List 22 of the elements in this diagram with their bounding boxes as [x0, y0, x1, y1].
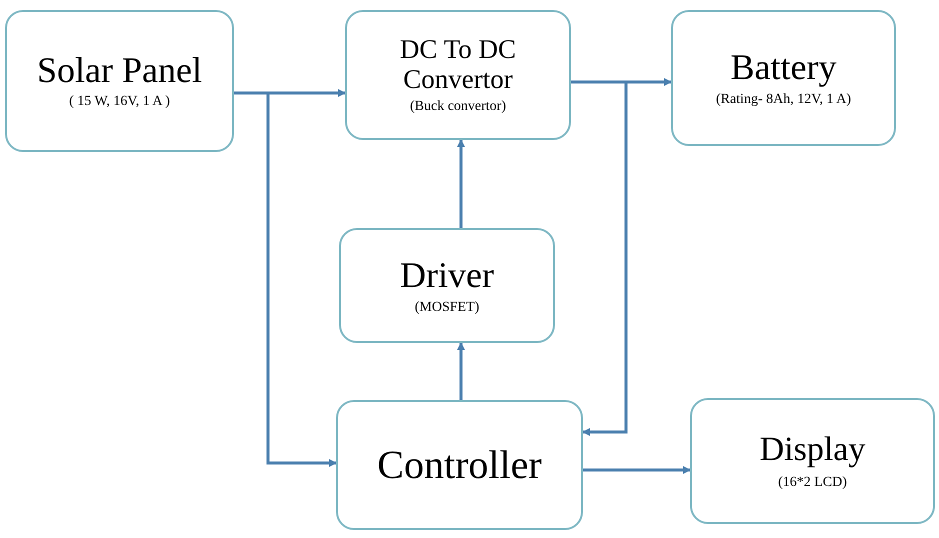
arrow	[234, 92, 337, 467]
block-subtitle: (Rating- 8Ah, 12V, 1 A)	[716, 91, 852, 109]
block-box	[336, 400, 583, 530]
block-title: Solar Panel	[37, 51, 202, 89]
arrow	[583, 466, 691, 474]
block-box	[671, 10, 896, 146]
block-box	[690, 398, 935, 524]
arrow	[457, 342, 465, 400]
block-title: Display	[760, 430, 866, 470]
block-title: Controller	[377, 443, 542, 487]
arrow	[571, 80, 628, 436]
block-box	[345, 10, 571, 140]
block-box	[5, 10, 234, 152]
block-subtitle: (16*2 LCD)	[778, 474, 847, 492]
arrow	[457, 139, 465, 228]
block-subtitle: (Buck convertor)	[410, 98, 506, 116]
block-subtitle: ( 15 W, 16V, 1 A )	[69, 93, 170, 111]
block-title: Driver	[400, 254, 494, 294]
block-title: Battery	[730, 47, 836, 87]
block-box	[339, 228, 555, 343]
block-subtitle: (MOSFET)	[414, 298, 480, 316]
block-title: DC To DC Convertor	[398, 34, 518, 94]
